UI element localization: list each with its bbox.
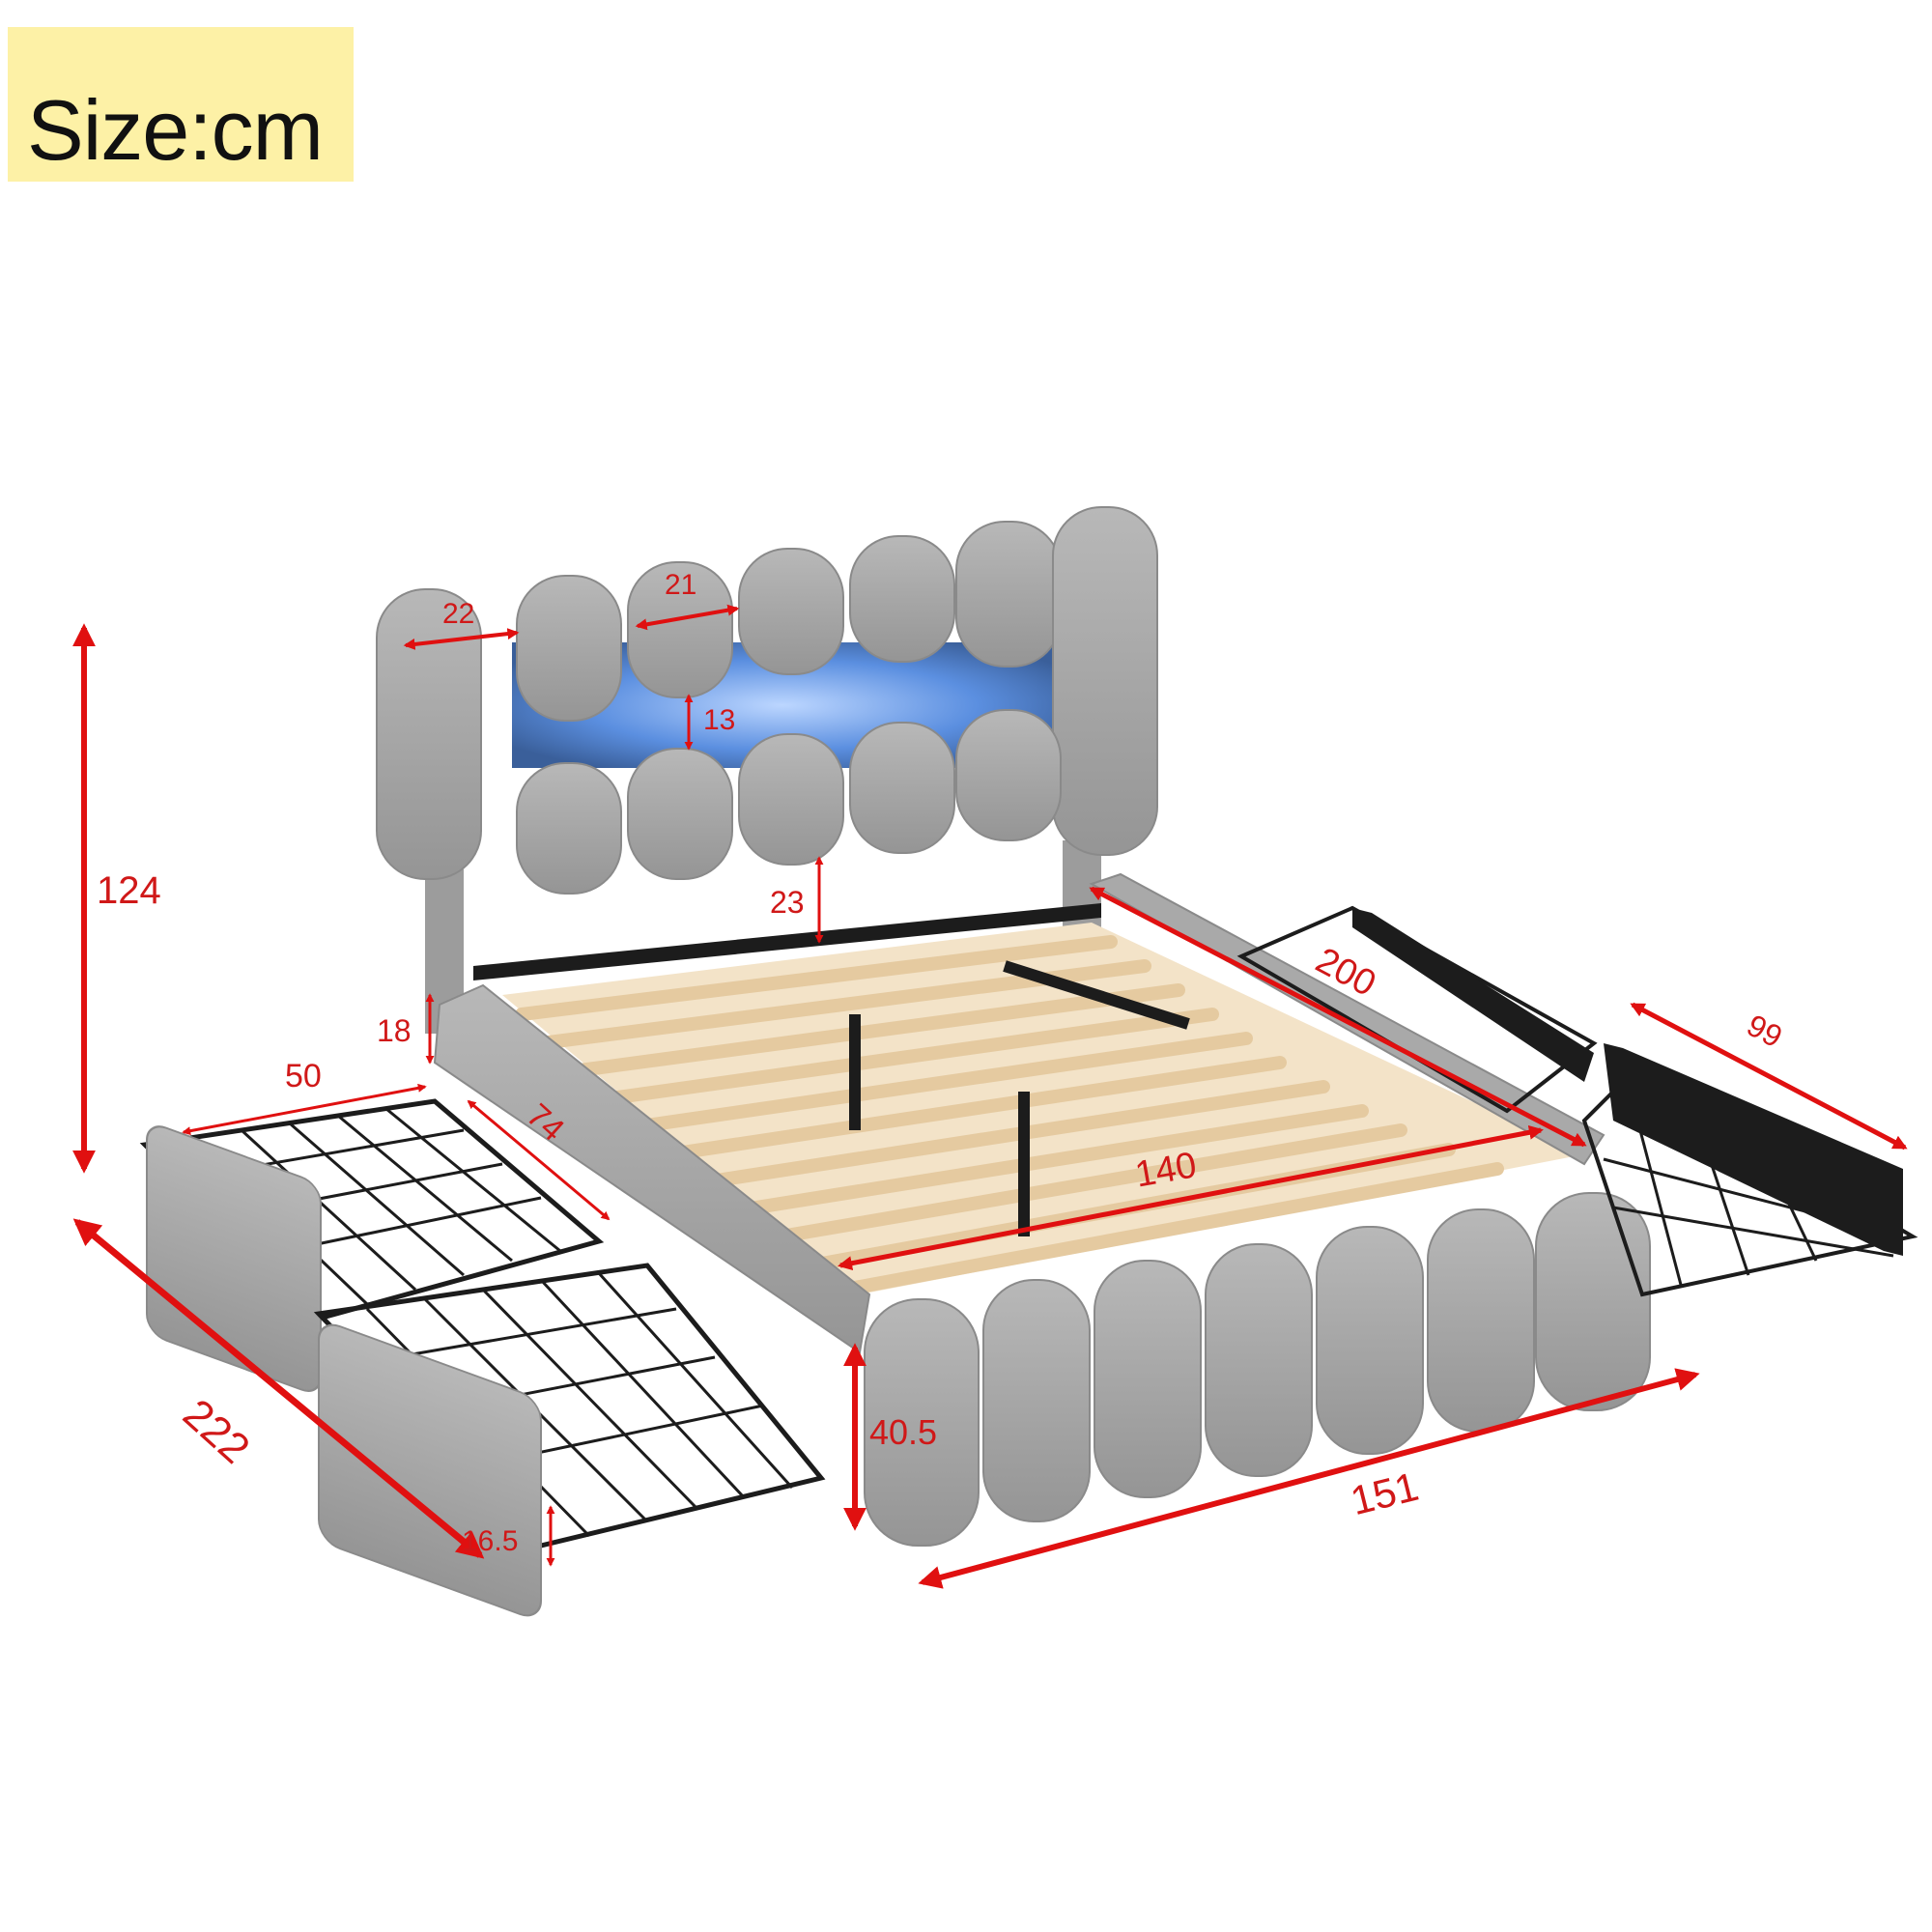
label-light-strip: 13 (703, 704, 735, 736)
label-total-width: 151 (1347, 1463, 1423, 1524)
label-drawer-height: 16.5 (462, 1525, 518, 1557)
arrow-mattress-width (838, 1124, 1544, 1271)
arrow-panel-width-inner (635, 604, 740, 631)
label-side-drawer-length: 99 (1742, 1008, 1788, 1054)
label-panel-width: 22 (442, 598, 474, 630)
bed-left-side-rail (433, 983, 871, 1354)
left-drawer-front (313, 1263, 826, 1617)
arrow-mattress-length (1089, 886, 1587, 1148)
label-panel-width-inner: 21 (665, 569, 696, 601)
bed-illustration (139, 506, 1918, 1617)
headboard-top-row (376, 506, 1158, 880)
label-side-rail-height: 18 (377, 1013, 412, 1048)
arrow-total-width (918, 1368, 1700, 1589)
label-total-height: 124 (97, 869, 161, 912)
right-drawer-front-panel (1604, 1043, 1903, 1256)
headboard-bottom-row (516, 709, 1062, 895)
arrow-side-drawer-length (1630, 1002, 1908, 1151)
label-drawer-width: 50 (285, 1058, 322, 1094)
arrow-drawer-width (182, 1083, 427, 1136)
wooden-slats (502, 923, 1584, 1306)
bed-frame-back-rail (473, 903, 1101, 980)
label-headboard-clearance: 23 (770, 885, 805, 920)
label-footboard-height: 40.5 (869, 1412, 937, 1452)
dimension-arrows (72, 604, 1908, 1589)
arrow-total-length (72, 1218, 485, 1559)
right-drawer-back-front-panel (1352, 908, 1594, 1082)
size-unit-label: Size:cm (27, 82, 324, 178)
arrow-drawer-depth (467, 1099, 611, 1221)
arrow-panel-width (403, 628, 520, 650)
label-total-length: 222 (174, 1390, 258, 1473)
size-unit-badge: Size:cm (8, 27, 354, 182)
